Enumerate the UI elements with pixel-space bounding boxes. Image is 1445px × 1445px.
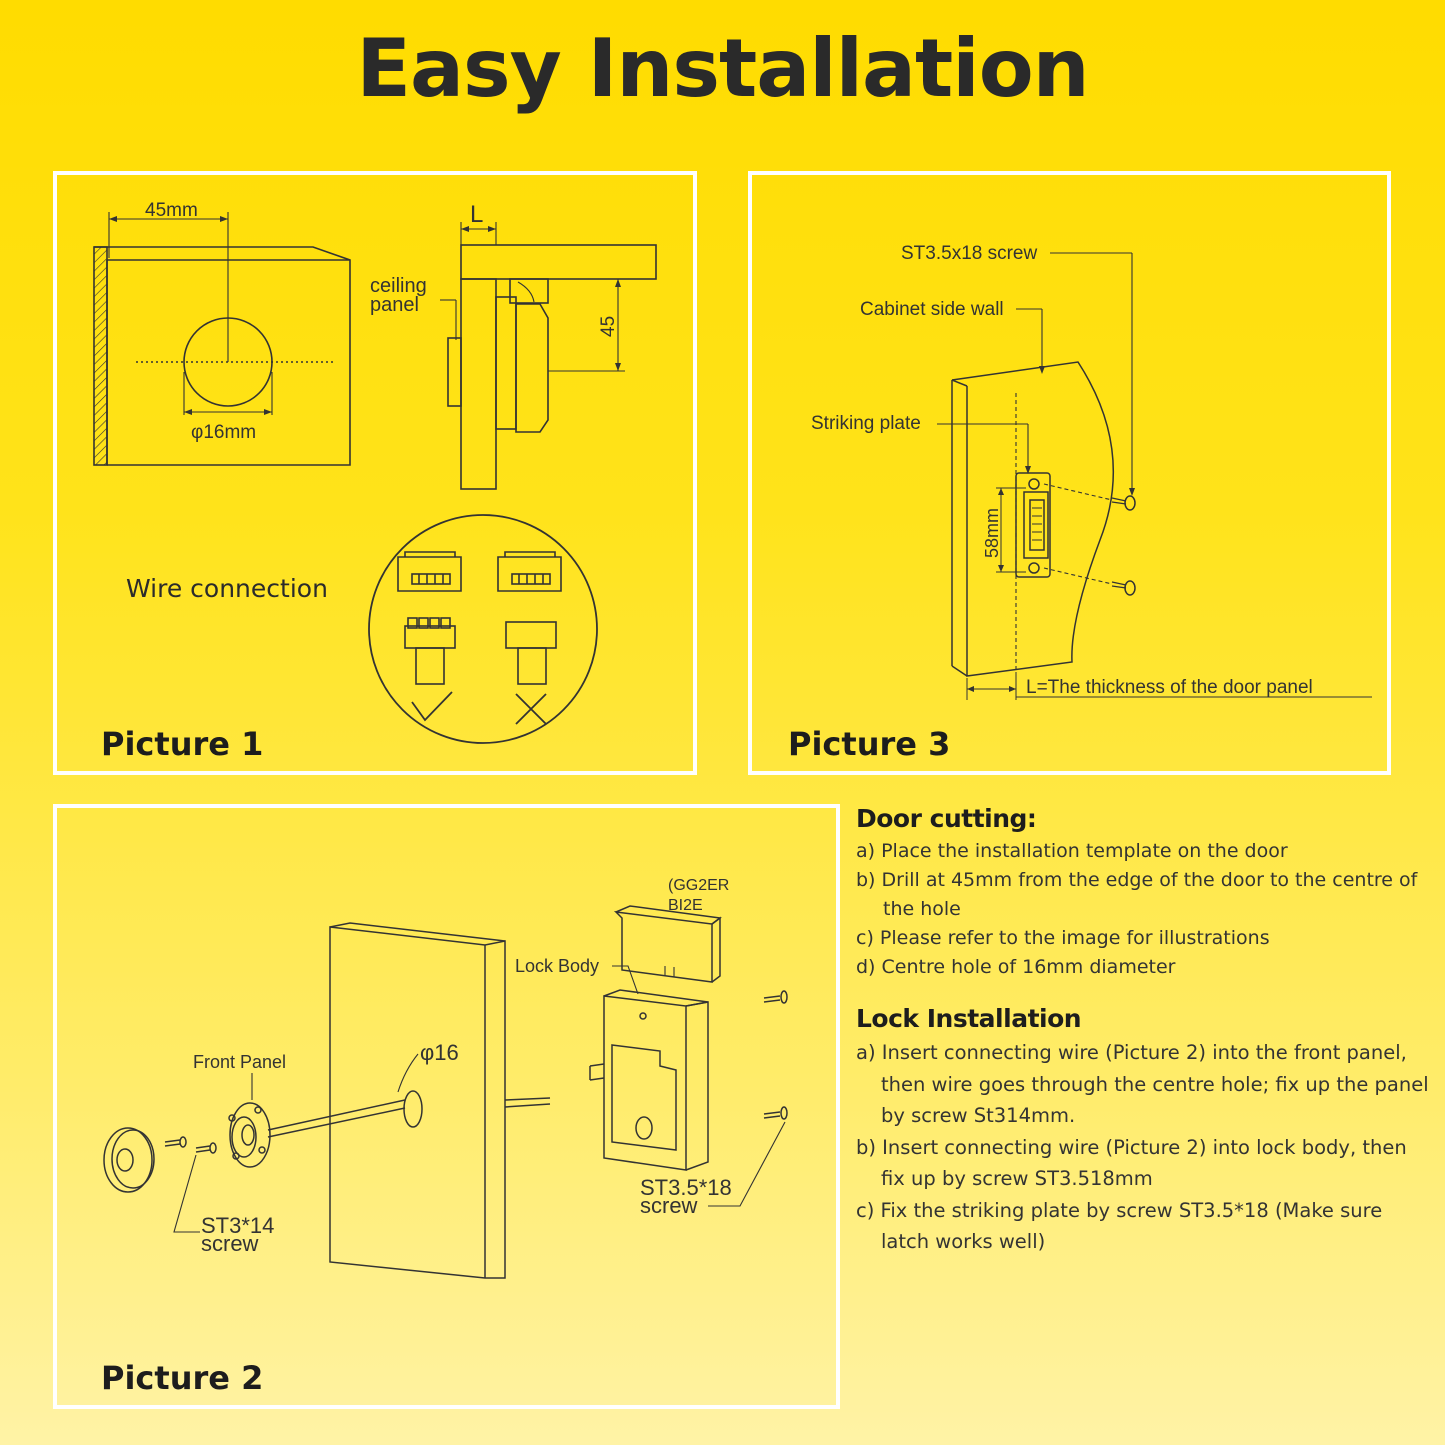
door-cutting-heading: Door cutting: — [856, 804, 1037, 833]
door-cutting-step: d) Centre hole of 16mm diameter — [856, 956, 1176, 978]
screw-st3-label-line1: ST3*14 — [201, 1213, 274, 1238]
wire-connection-label: Wire connection — [126, 574, 328, 603]
door-thickness-label: L=The thickness of the door panel — [1026, 677, 1313, 698]
picture-1-label: Picture 1 — [101, 725, 264, 763]
dim-45mm-label: 45mm — [145, 200, 198, 221]
lock-installation-heading: Lock Installation — [856, 1004, 1082, 1033]
dim-45-label: 45 — [598, 316, 619, 337]
lock-installation-step: a) Insert connecting wire (Picture 2) in… — [856, 1041, 1429, 1127]
picture-2-drawing: (GG2ER BI2E Lock Body Front Panel φ16 ST… — [103, 877, 788, 1279]
lock-body-label: Lock Body — [515, 956, 599, 976]
screw-st35-label-line1: ST3.5*18 — [640, 1175, 732, 1200]
cabinet-side-wall-label: Cabinet side wall — [860, 299, 1004, 320]
ceiling-label-line1: ceiling — [370, 275, 427, 297]
part-code-line1: (GG2ER — [668, 877, 729, 894]
striking-plate-label: Striking plate — [811, 413, 921, 434]
ceiling-label-line2: panel — [370, 294, 419, 316]
door-cutting-step: a) Place the installation template on th… — [856, 840, 1288, 862]
lock-installation-steps: a) Insert connecting wire (Picture 2) in… — [856, 1037, 1436, 1258]
instructions: Door cutting: a) Place the installation … — [856, 804, 1436, 1258]
page-title: Easy Installation — [356, 22, 1089, 115]
picture-1-drawing: 45mm φ16mm L 45 ceiling panel Wire conne… — [93, 200, 657, 744]
dim-l-label: L — [470, 201, 483, 228]
picture-1-panel: 45mm φ16mm L 45 ceiling panel Wire conne… — [53, 171, 697, 775]
dim-phi16mm-label: φ16mm — [191, 422, 256, 443]
door-cutting-step: c) Please refer to the image for illustr… — [856, 927, 1270, 949]
picture-3-label: Picture 3 — [788, 725, 951, 763]
part-code-line2: BI2E — [668, 897, 703, 914]
screw-st35x18-label: ST3.5x18 screw — [901, 243, 1037, 264]
screw-st3-label-line2: screw — [201, 1231, 259, 1256]
lock-installation-step: b) Insert connecting wire (Picture 2) in… — [856, 1135, 1407, 1191]
hole-phi16-label: φ16 — [420, 1040, 459, 1065]
screw-st35-label-line2: screw — [640, 1193, 698, 1218]
dim-58mm-label: 58mm — [982, 508, 1002, 558]
front-panel-label: Front Panel — [193, 1052, 286, 1072]
door-cutting-step: b) Drill at 45mm from the edge of the do… — [856, 869, 1418, 920]
picture-3-panel: ST3.5x18 screw Cabinet side wall Strikin… — [748, 171, 1391, 775]
door-cutting-steps: a) Place the installation template on th… — [856, 837, 1436, 982]
picture-2-label: Picture 2 — [101, 1359, 264, 1397]
lock-installation-step: c) Fix the striking plate by screw ST3.5… — [856, 1198, 1383, 1254]
picture-2-panel: (GG2ER BI2E Lock Body Front Panel φ16 ST… — [53, 804, 840, 1409]
picture-3-drawing: ST3.5x18 screw Cabinet side wall Strikin… — [811, 243, 1372, 700]
